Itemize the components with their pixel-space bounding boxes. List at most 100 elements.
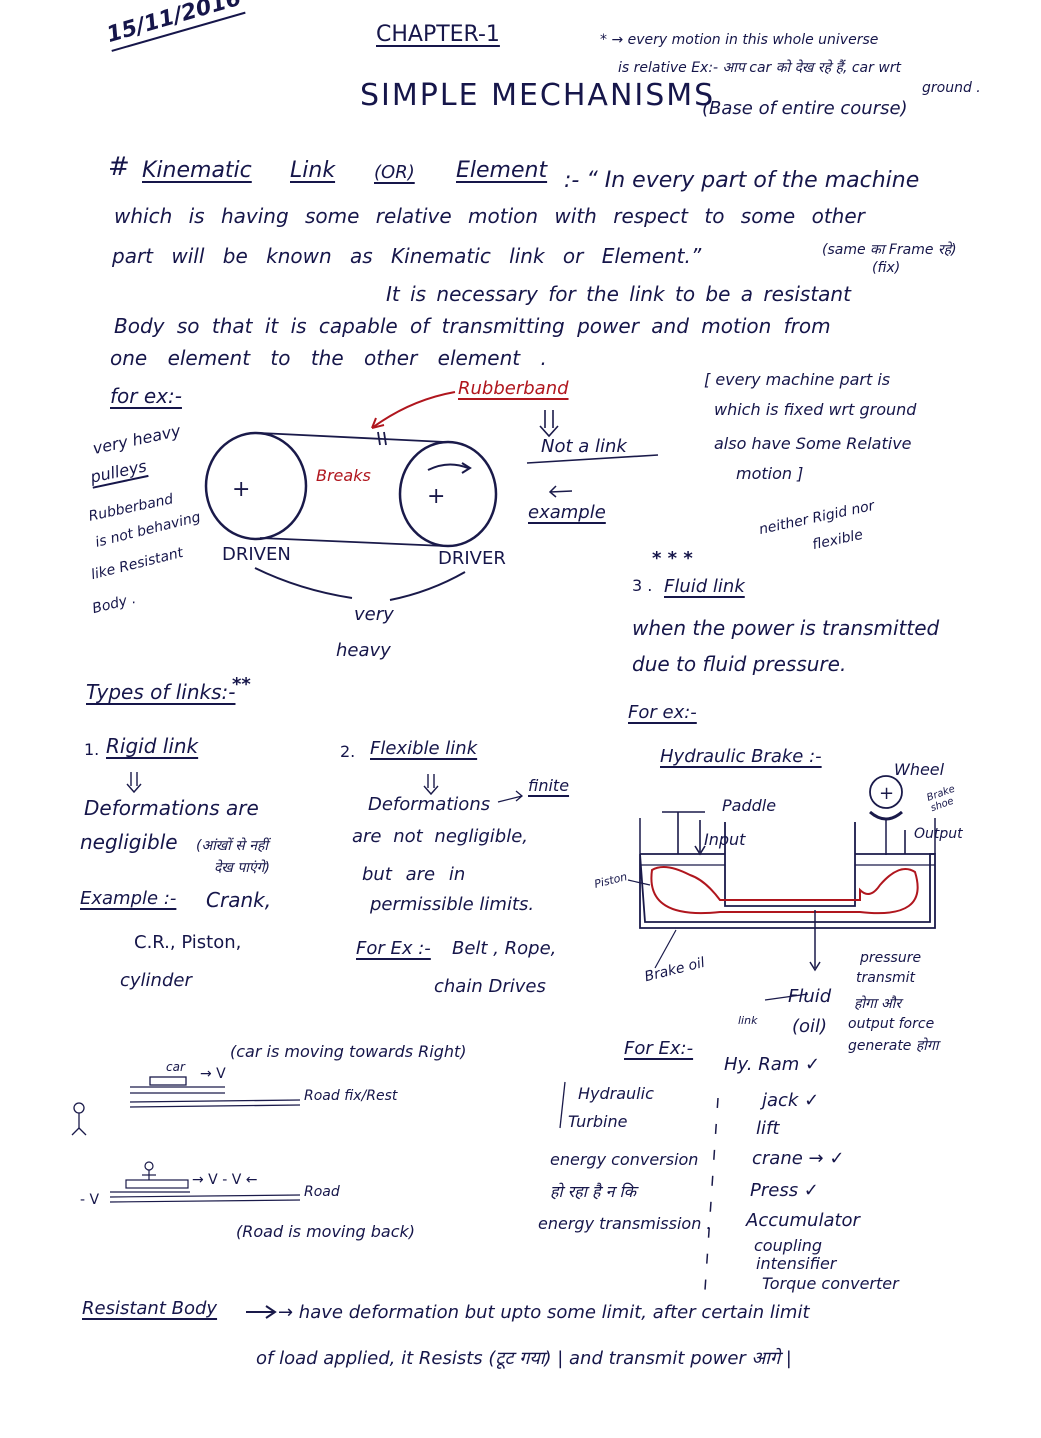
frame-note: (same का Frame रहे): [822, 242, 957, 258]
flexible-line3: but are in: [362, 864, 466, 885]
fluid-ex-intensifier: intensifier: [756, 1254, 837, 1273]
road-fix-label: Road fix/Rest: [304, 1088, 398, 1104]
very-label: very: [354, 604, 394, 625]
universe-note-line1: * → every motion in this whole universe: [600, 32, 879, 48]
bracket-note-line2: which is fixed wrt ground: [714, 400, 917, 419]
link-tag: link: [738, 1014, 758, 1027]
heading-word-element: Element: [456, 158, 548, 183]
fix-note: (fix): [872, 260, 901, 276]
footer-line2: of load applied, it Resists (टूट गया) | …: [256, 1348, 792, 1369]
rigid-example-cr-piston: C.R., Piston,: [134, 932, 242, 953]
wheel-label: Wheel: [894, 760, 945, 779]
fluid-ex-press: Press ✓: [750, 1180, 819, 1201]
road-velocity: - V: [80, 1192, 100, 1208]
universe-note-line3: ground .: [922, 80, 981, 96]
definition-line3: part will be known as Kinematic link or …: [112, 244, 702, 268]
svg-text:+: +: [427, 484, 445, 509]
resistant-line2: Body so that it is capable of transmitti…: [114, 314, 831, 338]
fluid-ex-crane: crane → ✓: [752, 1148, 845, 1169]
definition-hash: #: [108, 152, 130, 182]
page-title: SIMPLE MECHANISMS: [360, 78, 716, 113]
example-label: example: [528, 502, 606, 523]
driver-pulley: [398, 440, 498, 548]
fluid-left-hindi: हो रहा है न कि: [550, 1182, 636, 1201]
bracket-note-line4: motion ]: [736, 464, 804, 483]
bracket-note-line1: [ every machine part is: [704, 370, 891, 389]
fluid-ex-jack: jack ✓: [762, 1090, 820, 1111]
flexible-line1: Deformations: [368, 794, 491, 815]
rigid-line2: negligible: [80, 830, 178, 854]
types-heading: Types of links:-: [86, 680, 236, 704]
driver-label: DRIVER: [438, 548, 506, 569]
heavy-label: heavy: [336, 640, 391, 661]
heading-word-or: (OR): [374, 162, 415, 183]
car-velocity: → V: [200, 1066, 226, 1082]
rigid-example-label: Example :-: [80, 888, 177, 909]
pressure-label: pressure: [860, 950, 922, 966]
fluid-heading-number: 3 .: [632, 576, 653, 595]
universe-note-line2: is relative Ex:- आप car को देख रहे हैं, …: [618, 60, 902, 76]
transmit-label: transmit: [856, 970, 916, 986]
chapter-label: CHAPTER-1: [376, 22, 500, 47]
definition-line1: :- “ In every part of the machine: [564, 168, 920, 193]
rigid-example-cylinder: cylinder: [120, 970, 192, 991]
rigid-line1: Deformations are: [84, 796, 259, 820]
oil-label: (oil): [792, 1016, 828, 1037]
driven-pulley: [204, 431, 308, 541]
man-velocities: → V - V ←: [192, 1172, 258, 1188]
paddle-label: Paddle: [722, 796, 777, 815]
not-a-link-label: Not a link: [541, 436, 627, 457]
flexible-forex-label: For Ex :-: [356, 938, 431, 959]
bracket-note-line3: also have Some Relative: [714, 434, 912, 453]
car-note: (car is moving towards Right): [230, 1042, 467, 1061]
flexible-example-line2: chain Drives: [434, 976, 546, 997]
fluid-left-hydraulic: Hydraulic: [578, 1084, 654, 1103]
finite-label: finite: [528, 776, 570, 795]
resistant-line3: one element to the other element .: [110, 346, 547, 370]
title-note: (Base of entire course): [702, 98, 908, 119]
definition-line2: which is having some relative motion wit…: [114, 204, 865, 228]
fluid-stars: * * *: [652, 548, 693, 569]
flexible-number: 2.: [340, 742, 356, 761]
rigid-number: 1.: [84, 740, 100, 759]
fluid-hindi-note: होगा और: [854, 996, 902, 1012]
rubberband-label: Rubberband: [458, 378, 569, 399]
fluid-examples-forex: For Ex:-: [624, 1038, 694, 1059]
rigid-example-crank: Crank,: [206, 888, 272, 912]
driven-label: DRIVEN: [222, 544, 291, 565]
output-force-line1: output force: [848, 1016, 935, 1032]
fluid-ex-torque-converter: Torque converter: [762, 1274, 899, 1293]
rigid-heading: Rigid link: [106, 734, 199, 758]
flexible-heading: Flexible link: [370, 738, 478, 759]
svg-text:+: +: [232, 477, 250, 502]
fluid-left-conversion: energy conversion: [550, 1150, 699, 1169]
types-stars: **: [232, 674, 251, 695]
resistant-line1: It is necessary for the link to be a res…: [386, 282, 851, 306]
rigid-hindi-line2: देख पाएंगे): [214, 860, 270, 876]
fluid-ex-coupling: coupling: [754, 1236, 823, 1255]
heading-word-link: Link: [290, 158, 336, 183]
rigid-hindi-line1: (आंखों से नहीं: [196, 838, 269, 854]
input-label: Input: [704, 830, 746, 849]
fluid-ex-hy-ram: Hy. Ram ✓: [724, 1054, 821, 1075]
road-label: Road: [304, 1184, 340, 1200]
car-label: car: [166, 1060, 185, 1074]
flexible-line4: permissible limits.: [370, 894, 535, 915]
svg-text:+: +: [879, 783, 894, 804]
fluid-line2: due to fluid pressure.: [632, 652, 847, 676]
fluid-line1: when the power is transmitted: [632, 616, 940, 640]
fluid-ex-lift: lift: [756, 1118, 780, 1139]
fluid-left-turbine: Turbine: [568, 1112, 628, 1131]
fluid-heading: Fluid link: [664, 576, 745, 597]
flexible-line2: are not negligible,: [352, 826, 528, 847]
output-label: Output: [914, 826, 963, 842]
output-force-line2: generate होगा: [848, 1038, 939, 1054]
fluid-word: Fluid: [788, 986, 832, 1007]
for-ex-label: for ex:-: [110, 384, 182, 408]
fluid-left-transmission: energy transmission .: [538, 1214, 712, 1233]
flexible-example-line1: Belt , Rope,: [452, 938, 557, 959]
fluid-forex: For ex:-: [628, 702, 697, 723]
footer-line1: → have deformation but upto some limit, …: [278, 1302, 810, 1323]
heading-word-kinematic: Kinematic: [142, 158, 252, 183]
